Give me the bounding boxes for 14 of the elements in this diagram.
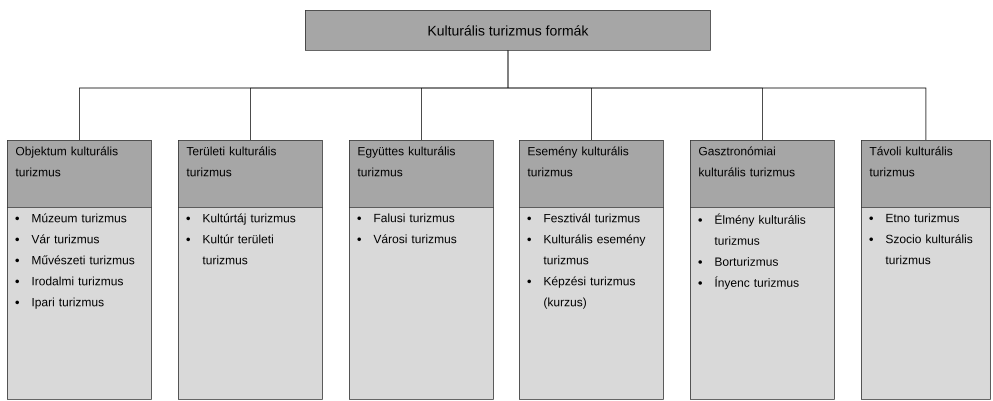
list-box: Fesztivál turizmus Kulturális esemény turizmus Képzési turizmus (kurzus) (519, 207, 664, 400)
category-box: Objektum kulturális turizmus (7, 140, 152, 208)
category-box: Esemény kulturális turizmus (519, 140, 664, 208)
list-box: Falusi turizmus Városi turizmus (349, 207, 494, 400)
title-box: Kulturális turizmus formák (305, 10, 711, 51)
category-box: Területi kulturális turizmus (178, 140, 323, 208)
category-box: Gasztronómiai kulturális turizmus (690, 140, 835, 208)
list-box: Kultúrtáj turizmus Kultúr területi turizmus (178, 207, 323, 400)
list-box: Etno turizmus Szocio kulturális turizmus (861, 207, 991, 400)
category-box: Távoli kulturális turizmus (861, 140, 991, 208)
list-box: Élmény kulturális turizmus Borturizmus Ínyenc turizmus (690, 207, 835, 400)
list-box: Múzeum turizmus Vár turizmus Művészeti turizmus Irodalmi turizmus Ipari turizmus (7, 207, 152, 400)
connector-line (508, 50, 926, 140)
category-box: Együttes kulturális turizmus (349, 140, 494, 208)
